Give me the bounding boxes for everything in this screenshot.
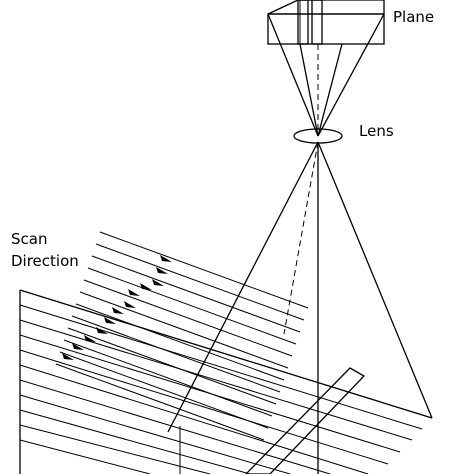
image-strip [245,367,366,474]
upper-light-cone [267,13,385,137]
scan-label-line1: Scan [11,230,48,248]
lower-light-cone [167,141,433,474]
plane-label: Plane [393,8,435,26]
lens-label: Lens [359,122,394,140]
scan-label-line2: Direction [11,252,79,270]
object-plane-block [267,0,385,45]
scan-plane [19,289,433,474]
scan-direction-arrows [55,231,309,441]
